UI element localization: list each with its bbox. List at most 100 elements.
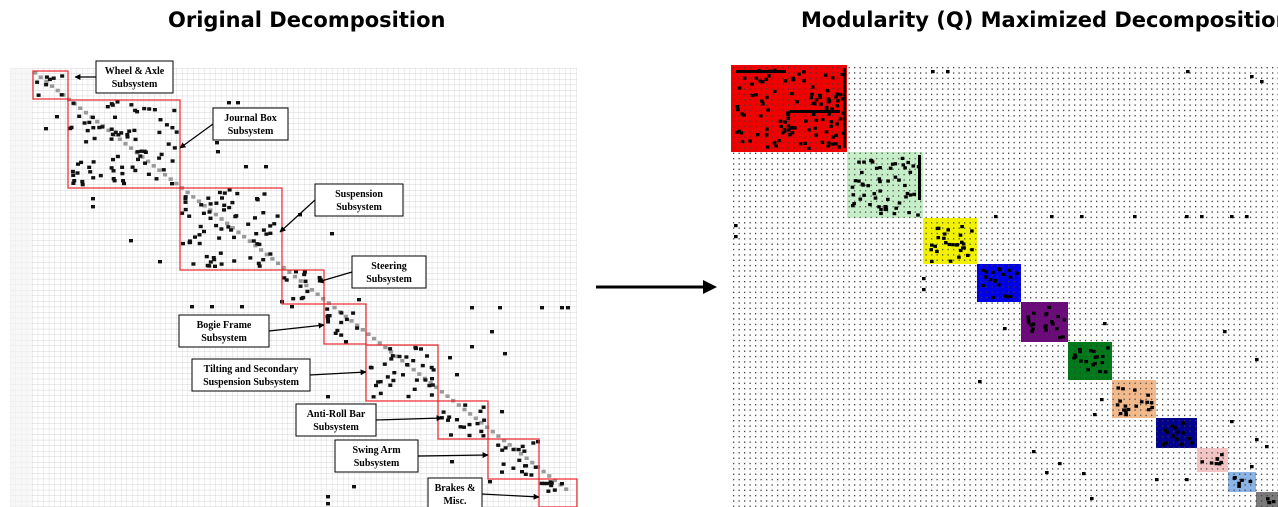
dependency-mark <box>488 480 492 484</box>
dependency-mark <box>1078 350 1082 354</box>
dependency-mark <box>981 268 985 272</box>
dependency-mark <box>183 200 188 204</box>
dependency-mark <box>216 150 220 154</box>
dependency-mark <box>455 418 459 422</box>
dependency-mark <box>814 133 818 137</box>
dependency-mark <box>874 166 879 170</box>
dependency-mark <box>427 383 432 388</box>
callout-label: Suspension <box>335 189 383 200</box>
dependency-mark <box>251 239 256 243</box>
dependency-mark <box>91 205 95 209</box>
diagonal-cell <box>343 314 348 319</box>
dependency-mark <box>388 383 393 387</box>
dependency-mark <box>795 100 799 104</box>
dependency-mark <box>214 223 219 228</box>
dependency-mark <box>978 380 982 384</box>
dependency-mark <box>35 80 40 84</box>
dependency-mark <box>1126 407 1131 412</box>
module-dots <box>1068 342 1112 380</box>
diagonal-cell <box>270 257 275 261</box>
diagonal-cell <box>162 172 168 177</box>
dependency-mark <box>257 264 262 268</box>
dependency-mark <box>172 108 177 113</box>
dependency-mark <box>886 179 890 183</box>
dependency-mark <box>948 259 953 263</box>
dependency-mark <box>339 320 344 325</box>
diagonal-cell <box>123 141 128 146</box>
dependency-mark <box>147 107 152 111</box>
dependency-mark <box>158 260 162 264</box>
dependency-mark <box>826 144 831 148</box>
dependency-mark <box>853 179 858 183</box>
dependency-mark <box>234 214 239 218</box>
diagonal-cell <box>468 412 473 416</box>
dependency-mark <box>835 122 839 126</box>
diagonal-cell <box>428 381 433 385</box>
dependency-mark <box>807 128 811 132</box>
dependency-mark <box>542 481 547 486</box>
dependency-mark <box>1223 330 1227 334</box>
dependency-mark <box>765 95 769 99</box>
dependency-mark <box>490 330 494 334</box>
dependency-mark <box>765 145 770 149</box>
dependency-mark <box>823 73 828 77</box>
dependency-mark <box>1044 328 1048 332</box>
dependency-mark <box>736 108 740 112</box>
dependency-mark <box>1214 462 1219 466</box>
dependency-mark <box>212 257 217 262</box>
dependency-mark <box>548 480 553 484</box>
dependency-mark <box>218 251 223 255</box>
dependency-mark <box>458 425 463 429</box>
dependency-mark <box>412 387 417 391</box>
dependency-mark <box>981 283 985 288</box>
dependency-mark <box>191 262 196 266</box>
dependency-mark <box>810 92 814 96</box>
dependency-mark <box>503 446 508 450</box>
dependency-mark <box>826 141 831 145</box>
dependency-mark <box>560 306 564 310</box>
dependency-mark <box>208 260 213 264</box>
diagonal-cell <box>417 372 422 376</box>
dependency-mark <box>500 470 504 474</box>
dependency-mark <box>467 433 472 438</box>
dependency-mark <box>1133 388 1137 392</box>
dependency-mark <box>890 162 895 166</box>
dependency-mark <box>1092 349 1096 353</box>
dependency-mark <box>779 124 783 128</box>
dependency-mark <box>1116 386 1121 390</box>
dependency-mark <box>520 444 525 449</box>
dependency-mark <box>255 197 259 201</box>
diagonal-cell <box>174 181 179 186</box>
diagonal-cell <box>349 319 354 323</box>
dependency-mark <box>765 127 769 131</box>
dependency-mark <box>449 433 453 437</box>
dependency-mark <box>783 120 787 124</box>
dependency-mark <box>217 190 222 195</box>
dependency-mark <box>135 110 140 114</box>
dependency-mark <box>60 74 65 78</box>
dependency-mark <box>193 235 197 239</box>
dependency-mark <box>326 502 330 506</box>
dependency-mark <box>772 141 777 145</box>
dependency-mark <box>382 362 387 366</box>
dependency-mark <box>958 233 963 237</box>
diagonal-cell <box>38 75 43 80</box>
dependency-mark <box>908 170 913 174</box>
dependency-mark <box>991 295 995 300</box>
dependency-mark <box>820 117 825 122</box>
diagonal-cell <box>485 425 490 429</box>
diagonal-cell <box>547 474 552 478</box>
dependency-mark <box>170 182 174 186</box>
diagonal-cell <box>49 84 55 88</box>
diagonal-cell <box>304 283 309 288</box>
dependency-mark <box>947 242 952 247</box>
dependency-mark <box>406 394 411 399</box>
dependency-mark <box>284 278 289 282</box>
dependency-mark <box>210 305 214 309</box>
subsystem-box <box>538 478 578 507</box>
dependency-mark <box>826 100 831 104</box>
